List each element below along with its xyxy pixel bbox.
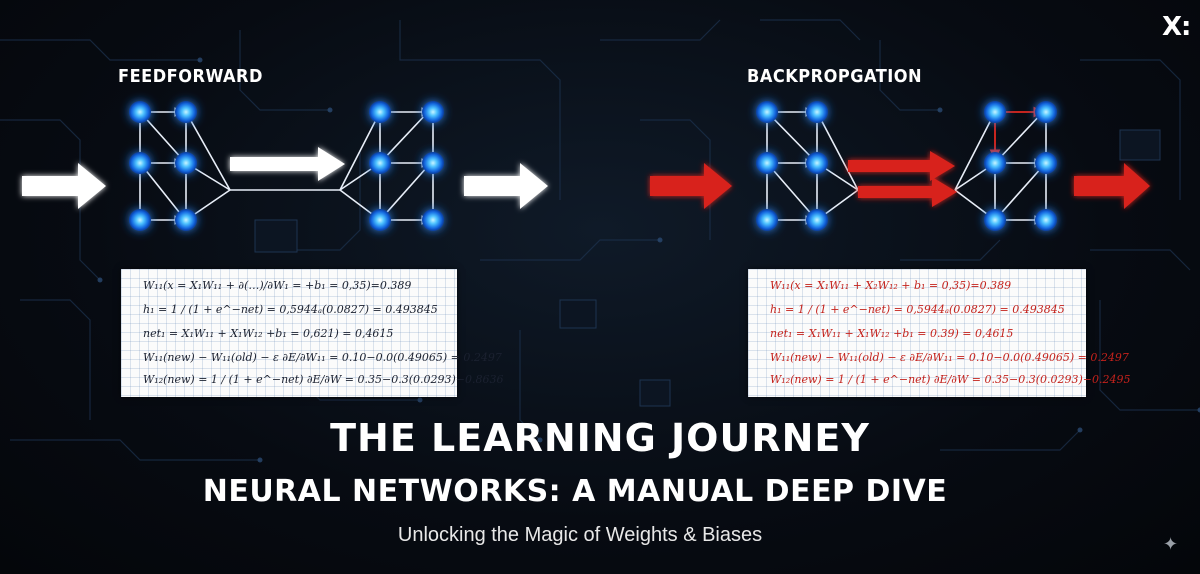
brand-logo: X: bbox=[1162, 12, 1191, 42]
backprop-nodes bbox=[756, 101, 1057, 231]
bp-output-node bbox=[1035, 152, 1057, 174]
backpropagation-label: BACKPROPGATION bbox=[747, 66, 923, 87]
main-title: THE LEARNING JOURNEY bbox=[330, 416, 870, 460]
feedforward-nodes bbox=[129, 101, 444, 231]
bp-equation: W₁₁(x = X₁W₁₁ + X₂W₁₂ + b₁ = 0,35)=0.389 bbox=[770, 279, 1012, 292]
ff-hidden-node bbox=[175, 152, 197, 174]
ff-output-node bbox=[422, 209, 444, 231]
ff-equation: W₁₁(x = X₁W₁₁ + ∂(…)/∂W₁ = +b₁ = 0,35)=0… bbox=[143, 279, 412, 292]
ff-middle-arrow bbox=[230, 147, 345, 181]
bp-equation: h₁ = 1 / (1 + e^−net) = 0,5944ₐ(0.0827) … bbox=[770, 303, 1065, 316]
bp-output-arrow bbox=[1074, 163, 1150, 209]
backpropagation-equations-paper: W₁₁(x = X₁W₁₁ + X₂W₁₂ + b₁ = 0,35)=0.389… bbox=[748, 269, 1130, 397]
bp-output-node bbox=[984, 209, 1006, 231]
bp-input-arrow bbox=[650, 163, 732, 209]
ff-output-arrow bbox=[464, 163, 548, 209]
ff-output-node bbox=[422, 101, 444, 123]
bp-hidden-node bbox=[806, 101, 828, 123]
ff-equation: W₁₁(new) − W₁₁(old) − ε ∂E/∂W₁₁ = 0.10−0… bbox=[143, 351, 502, 364]
bp-output-node bbox=[984, 101, 1006, 123]
feedforward-equations-paper: W₁₁(x = X₁W₁₁ + ∂(…)/∂W₁ = +b₁ = 0,35)=0… bbox=[121, 269, 503, 397]
bp-input-node bbox=[756, 209, 778, 231]
bp-equation: W₁₂(new) = 1 / (1 + e^−net) ∂E/∂W = 0.35… bbox=[770, 373, 1131, 386]
ff-equation: h₁ = 1 / (1 + e^−net) = 0,5944ₐ(0.0827) … bbox=[143, 303, 438, 316]
ff-input-node bbox=[129, 152, 151, 174]
bp-middle-arrow-top bbox=[848, 151, 955, 181]
bp-output-node bbox=[984, 152, 1006, 174]
feedforward-connections bbox=[139, 107, 434, 225]
ff-hidden-node bbox=[175, 101, 197, 123]
ff-output-node bbox=[369, 209, 391, 231]
bp-input-node bbox=[756, 152, 778, 174]
ff-output-node bbox=[422, 152, 444, 174]
bp-equation: W₁₁(new) − W₁₁(old) − ε ∂E/∂W₁₁ = 0.10−0… bbox=[770, 351, 1129, 364]
sparkle-icon: ✦ bbox=[1163, 534, 1179, 555]
bp-output-node bbox=[1035, 101, 1057, 123]
bp-output-node bbox=[1035, 209, 1057, 231]
ff-equation: W₁₂(new) = 1 / (1 + e^−net) ∂E/∂W = 0.35… bbox=[143, 373, 504, 386]
feedforward-label: FEEDFORWARD bbox=[118, 66, 263, 87]
subtitle: NEURAL NETWORKS: A MANUAL DEEP DIVE bbox=[202, 474, 948, 509]
ff-equation: net₁ = X₁W₁₁ + X₁W₁₂ +b₁ = 0,621) = 0,46… bbox=[143, 327, 394, 340]
bp-input-node bbox=[756, 101, 778, 123]
bp-hidden-node bbox=[806, 209, 828, 231]
ff-hidden-node bbox=[175, 209, 197, 231]
bp-middle-arrow-bottom bbox=[858, 177, 957, 207]
ff-output-node bbox=[369, 152, 391, 174]
ff-input-node bbox=[129, 101, 151, 123]
bp-hidden-node bbox=[806, 152, 828, 174]
ff-input-arrow bbox=[22, 163, 106, 209]
ff-input-node bbox=[129, 209, 151, 231]
ff-output-node bbox=[369, 101, 391, 123]
bp-equation: net₁ = X₁W₁₁ + X₁W₁₂ +b₁ = 0.39) = 0,461… bbox=[770, 327, 1014, 340]
tagline: Unlocking the Magic of Weights & Biases bbox=[397, 524, 763, 546]
